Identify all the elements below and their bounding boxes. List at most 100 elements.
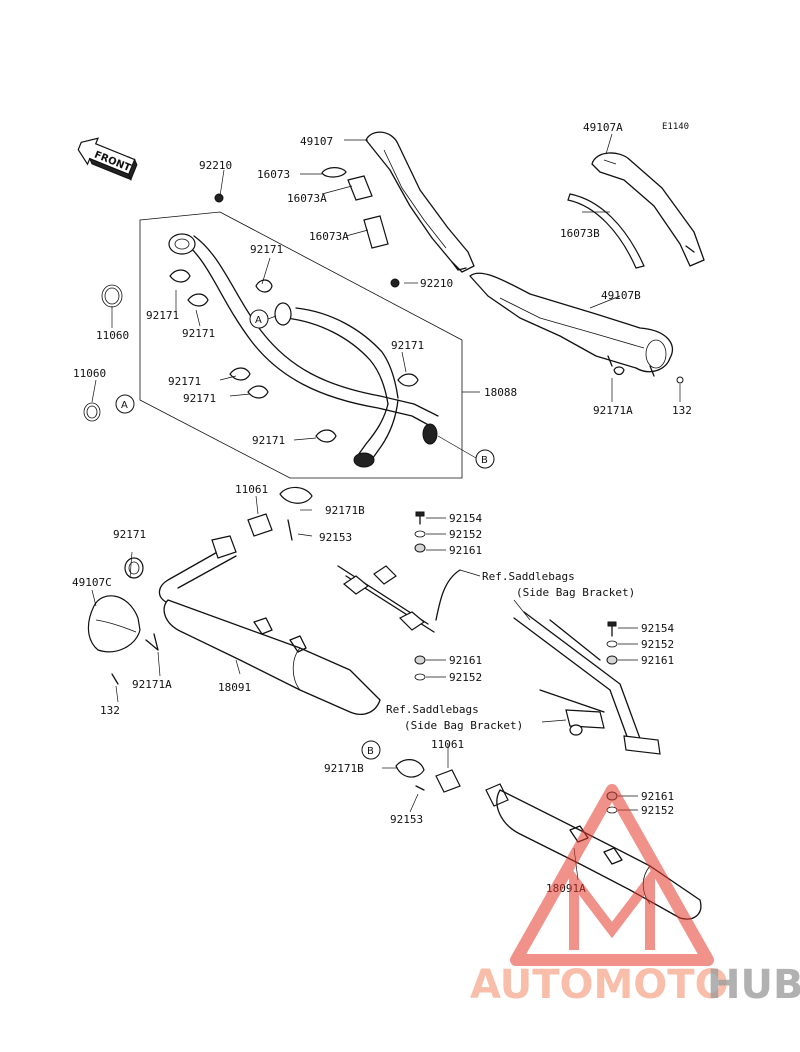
label-92161-a: 92161 xyxy=(449,544,482,557)
sleeve-11061-b xyxy=(435,769,461,793)
label-49107: 49107 xyxy=(300,135,333,148)
label-92210-a: 92210 xyxy=(199,159,232,172)
clamp-92171-h xyxy=(124,557,144,579)
label-11060-b: 11060 xyxy=(73,367,106,380)
label-92171-2: 92171 xyxy=(146,309,179,322)
gasket-11060-b xyxy=(83,402,101,422)
label-92171-7: 92171 xyxy=(252,434,285,447)
label-92152-a: 92152 xyxy=(449,528,482,541)
heat-shield-49107b xyxy=(469,272,684,384)
label-16073b: 16073B xyxy=(560,227,600,240)
logo-triangle-icon xyxy=(510,784,714,966)
nut-92161-b xyxy=(414,655,426,665)
gasket-11060-a xyxy=(101,284,123,308)
label-92152-d: 92152 xyxy=(641,804,674,817)
clamp-92171-a xyxy=(169,269,191,283)
callout-b-upper: B xyxy=(437,435,495,469)
clamp-92171b-a xyxy=(279,486,313,504)
label-18091: 18091 xyxy=(218,681,251,694)
diagram-code: E1140 xyxy=(662,122,689,132)
svg-text:B: B xyxy=(481,455,488,466)
clamp-92171b-b xyxy=(395,759,425,778)
clamp-92171-f xyxy=(397,373,419,387)
svg-text:A: A xyxy=(121,400,128,411)
label-92171a-1: 92171A xyxy=(593,404,633,417)
washer-92152-a xyxy=(414,530,426,538)
exhaust-pipe-18088 xyxy=(168,233,439,468)
label-92152-c: 92152 xyxy=(641,638,674,651)
label-92210-b: 92210 xyxy=(420,277,453,290)
label-side-bracket-2: (Side Bag Bracket) xyxy=(404,719,523,732)
nut-92161-c xyxy=(606,655,618,665)
svg-text:A: A xyxy=(255,315,262,326)
label-11060-a: 11060 xyxy=(96,329,129,342)
strap-16073a-2 xyxy=(363,215,389,249)
end-cap-49107c xyxy=(87,595,159,685)
label-side-bracket-1: (Side Bag Bracket) xyxy=(516,586,635,599)
bolt-92153-a xyxy=(287,519,293,541)
label-92152-b: 92152 xyxy=(449,671,482,684)
sleeve-11061-a xyxy=(247,513,273,537)
muffler-18091 xyxy=(158,535,381,715)
label-92171-4: 92171 xyxy=(391,339,424,352)
label-49107c: 49107C xyxy=(72,576,112,589)
label-92171a-2: 92171A xyxy=(132,678,172,691)
label-132-1: 132 xyxy=(672,404,692,417)
bracket-right xyxy=(513,611,661,755)
logo-text-automoto: AUTOMOTO xyxy=(470,962,729,1008)
label-18088: 18088 xyxy=(484,386,517,399)
watermark-text: AUTOMOTO HUB xyxy=(470,962,800,1008)
label-11061-a: 11061 xyxy=(235,483,268,496)
callout-a-upper: A xyxy=(249,309,277,329)
label-92161-b: 92161 xyxy=(449,654,482,667)
clamp-92171-g xyxy=(315,429,337,443)
label-92171-1: 92171 xyxy=(250,243,283,256)
label-92153-a: 92153 xyxy=(319,531,352,544)
clamp-92171-b xyxy=(187,293,209,307)
logo-text-hub: HUB xyxy=(707,962,800,1008)
label-92171-6: 92171 xyxy=(183,392,216,405)
label-92171-5: 92171 xyxy=(168,375,201,388)
washer-92152-c xyxy=(606,640,618,648)
bolt-92154-b xyxy=(607,621,617,637)
label-132-2: 132 xyxy=(100,704,120,717)
label-92153-b: 92153 xyxy=(390,813,423,826)
label-92161-c: 92161 xyxy=(641,654,674,667)
strap-16073a-1 xyxy=(347,175,373,201)
bolt-92153-b xyxy=(415,785,425,791)
label-49107b: 49107B xyxy=(601,289,641,302)
clamp-92171-d xyxy=(229,367,251,381)
washer-92152-b xyxy=(414,673,426,681)
bolt-92210-b xyxy=(390,278,400,288)
assembly-box-18088 xyxy=(139,211,463,479)
svg-text:B: B xyxy=(367,746,374,757)
watermark-logo xyxy=(510,784,714,966)
label-16073a-1: 16073A xyxy=(287,192,327,205)
label-92154-a: 92154 xyxy=(449,512,482,525)
bracket-left xyxy=(337,565,461,633)
label-92171b-a: 92171B xyxy=(325,504,365,517)
clamp-92171-c xyxy=(255,279,273,293)
label-92154-b: 92154 xyxy=(641,622,674,635)
callout-a-lower: A xyxy=(115,394,135,414)
callout-b-lower: B xyxy=(361,740,381,760)
strap-16073b xyxy=(567,193,645,269)
heat-shield-49107 xyxy=(365,131,475,273)
label-92161-d: 92161 xyxy=(641,790,674,803)
label-ref-saddlebags-2: Ref.Saddlebags xyxy=(386,703,479,716)
label-92171-8: 92171 xyxy=(113,528,146,541)
clip-16073 xyxy=(321,167,347,178)
front-arrow-icon: FRONT xyxy=(77,137,138,181)
heat-shield-49107a xyxy=(591,152,705,267)
part-labels: 49107 49107A 16073 16073A 16073A 16073B … xyxy=(72,121,692,895)
label-49107a: 49107A xyxy=(583,121,623,134)
clamp-92171-e xyxy=(247,385,269,399)
label-92171b-b: 92171B xyxy=(324,762,364,775)
label-ref-saddlebags-1: Ref.Saddlebags xyxy=(482,570,575,583)
bolt-92210-a xyxy=(214,193,224,203)
label-92171-3: 92171 xyxy=(182,327,215,340)
label-16073a-2: 16073A xyxy=(309,230,349,243)
muffler-18091a xyxy=(485,783,702,920)
